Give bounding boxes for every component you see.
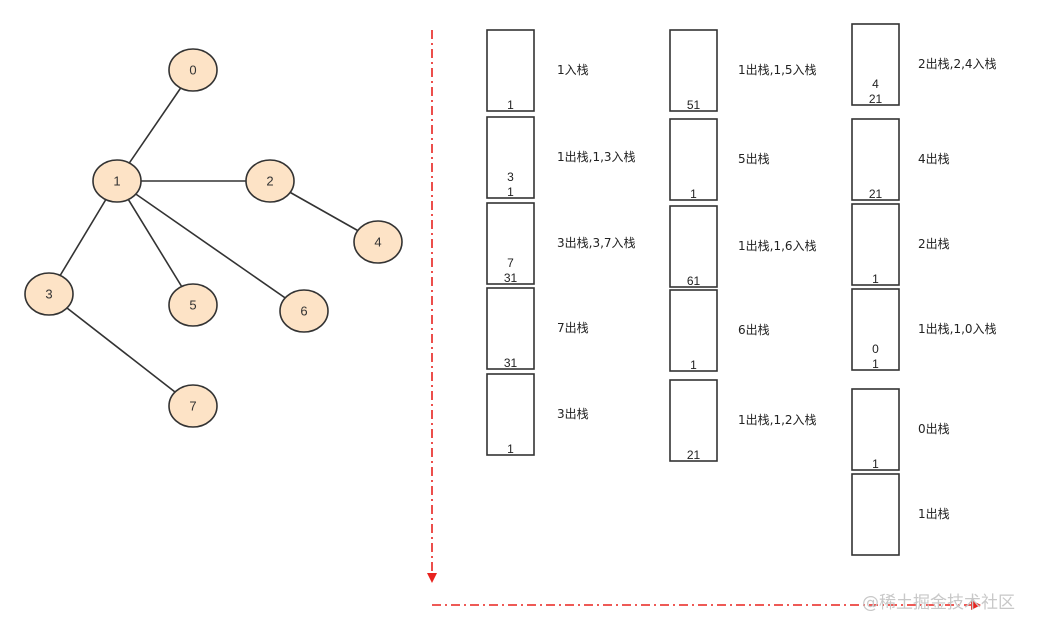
stack-snapshot: 51 1出栈,1,5入栈	[669, 29, 817, 112]
stack-operation-label: 2出栈,2,4入栈	[918, 56, 997, 71]
stack-box	[669, 379, 718, 462]
stack-snapshot: 31 7出栈	[486, 287, 589, 370]
stack-box	[851, 288, 900, 371]
stack-snapshot: 1 0出栈	[851, 388, 950, 471]
stack-value: 1	[507, 442, 514, 456]
stack-box	[851, 388, 900, 471]
graph-node: 0	[168, 48, 218, 92]
stack-value: 61	[687, 274, 701, 288]
stack-snapshot: 1 5出栈	[669, 118, 770, 201]
graph-node-circle	[24, 272, 74, 316]
stack-operation-label: 1出栈,1,0入栈	[918, 321, 997, 336]
stack-box	[486, 287, 535, 370]
graph-node-label: 7	[189, 399, 196, 414]
stack-box	[851, 473, 900, 556]
stack-snapshot: 1 3出栈	[486, 373, 589, 456]
stack-value: 1	[507, 98, 514, 112]
stack-snapshot: 21 1出栈,1,2入栈	[669, 379, 817, 462]
stack-box	[486, 29, 535, 112]
stack-value: 1	[507, 185, 514, 199]
stack-snapshot: 1 2出栈	[851, 203, 950, 286]
graph-node-label: 0	[189, 63, 196, 78]
stack-operation-label: 1入栈	[557, 62, 589, 77]
stack-value: 21	[687, 448, 701, 462]
graph-node-label: 5	[189, 298, 196, 313]
stack-box	[669, 118, 718, 201]
stack-operation-label: 0出栈	[918, 421, 950, 436]
stack-snapshot: 731 3出栈,3,7入栈	[486, 202, 636, 285]
graph-node: 5	[168, 283, 218, 327]
graph-nodes: 0 1 2 3 4 5 6 7	[24, 48, 403, 428]
stack-value: 0	[872, 342, 879, 356]
stack-snapshot: 61 1出栈,1,6入栈	[669, 205, 817, 288]
stack-box	[851, 23, 900, 106]
stack-value: 1	[872, 357, 879, 371]
graph-node: 4	[353, 220, 403, 264]
stack-snapshot: 1 6出栈	[669, 289, 770, 372]
stack-value: 31	[504, 356, 518, 370]
graph-node-circle	[168, 384, 218, 428]
stack-operation-label: 6出栈	[738, 322, 770, 337]
stack-value: 4	[872, 77, 879, 91]
stack-operation-label: 5出栈	[738, 151, 770, 166]
stack-snapshot: 21 4出栈	[851, 118, 950, 201]
stack-box	[851, 118, 900, 201]
graph-node-circle	[353, 220, 403, 264]
stack-value: 7	[507, 256, 514, 270]
stack-box	[669, 29, 718, 112]
stack-snapshot: 01 1出栈,1,0入栈	[851, 288, 997, 371]
graph-edge	[116, 180, 194, 306]
graph-node-circle	[279, 289, 329, 333]
graph-node-label: 4	[374, 235, 381, 250]
stack-value: 1	[872, 457, 879, 471]
graph-node: 2	[245, 159, 295, 203]
graph-node: 1	[92, 159, 142, 203]
stack-operation-label: 2出栈	[918, 236, 950, 251]
stack-operation-label: 4出栈	[918, 151, 950, 166]
stack-columns: 11入栈311出栈,1,3入栈7313出栈,3,7入栈317出栈13出栈511出…	[486, 23, 997, 556]
graph-node-label: 2	[266, 174, 273, 189]
stack-operation-label: 3出栈,3,7入栈	[557, 235, 636, 250]
graph-node-circle	[92, 159, 142, 203]
stack-value: 3	[507, 170, 514, 184]
graph-node-circle	[245, 159, 295, 203]
stack-operation-label: 7出栈	[557, 320, 589, 335]
graph-node: 6	[279, 289, 329, 333]
stack-box	[486, 373, 535, 456]
stack-box	[486, 116, 535, 199]
stack-value: 1	[872, 272, 879, 286]
graph-node: 7	[168, 384, 218, 428]
graph-edge	[116, 180, 305, 312]
graph-node-label: 6	[300, 304, 307, 319]
stack-operation-label: 1出栈	[918, 506, 950, 521]
stack-box	[669, 289, 718, 372]
stack-value: 31	[504, 271, 518, 285]
stack-box	[486, 202, 535, 285]
watermark-text: @稀土掘金技术社区	[862, 593, 1015, 613]
stack-value: 21	[869, 92, 883, 106]
stack-operation-label: 3出栈	[557, 406, 589, 421]
graph-edges	[48, 69, 379, 407]
stack-box	[669, 205, 718, 288]
stack-value: 51	[687, 98, 701, 112]
graph-node-circle	[168, 48, 218, 92]
graph-node-circle	[168, 283, 218, 327]
stack-operation-label: 1出栈,1,2入栈	[738, 412, 817, 427]
graph-node-label: 1	[113, 174, 120, 189]
stack-snapshot: 1 1入栈	[486, 29, 589, 112]
stack-operation-label: 1出栈,1,5入栈	[738, 62, 817, 77]
graph-node: 3	[24, 272, 74, 316]
stack-value: 21	[869, 187, 883, 201]
stack-box	[851, 203, 900, 286]
stack-operation-label: 1出栈,1,3入栈	[557, 149, 636, 164]
stack-snapshot: 421 2出栈,2,4入栈	[851, 23, 997, 106]
stack-value: 1	[690, 358, 697, 372]
stack-operation-label: 1出栈,1,6入栈	[738, 238, 817, 253]
stack-value: 1	[690, 187, 697, 201]
graph-edge	[48, 293, 194, 407]
stack-snapshot: 31 1出栈,1,3入栈	[486, 116, 636, 199]
stack-snapshot: 1出栈	[851, 473, 950, 556]
graph-node-label: 3	[45, 287, 52, 302]
